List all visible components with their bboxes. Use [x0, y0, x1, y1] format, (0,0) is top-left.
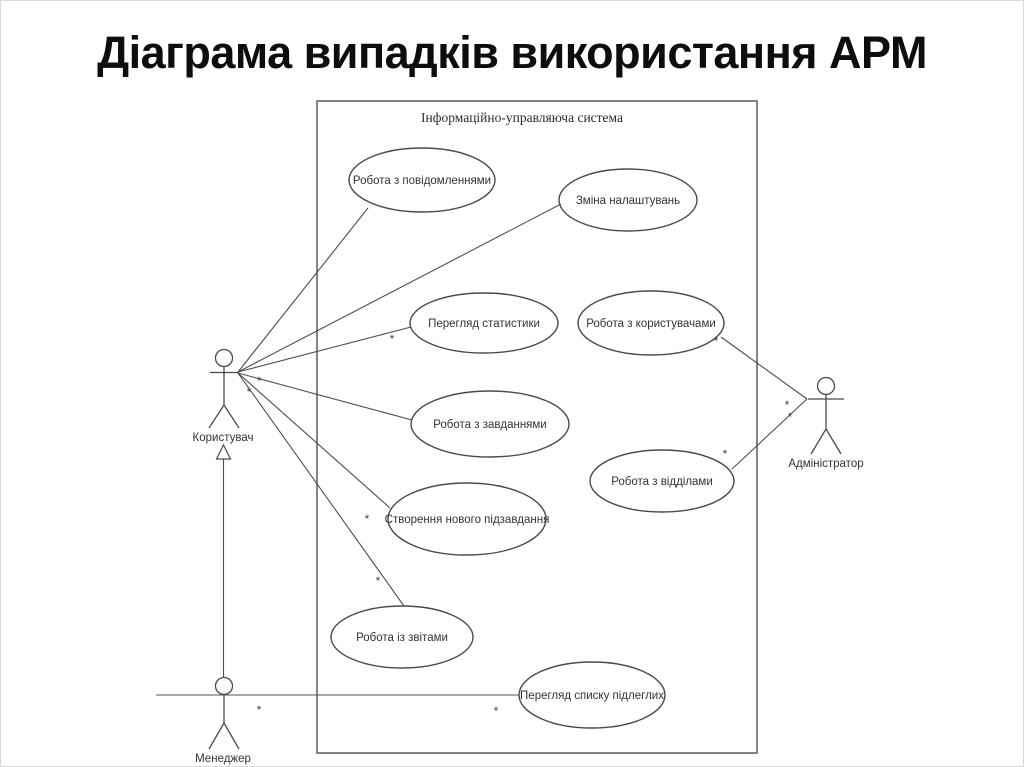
use-case-ellipse [589, 449, 735, 513]
use-case-ellipse [330, 605, 474, 669]
actor-leg-right [223, 722, 240, 750]
actor-label: Менеджер [195, 753, 251, 765]
use-case-label: Робота із звітами [356, 632, 448, 644]
actor-head [214, 676, 234, 696]
use-case-label: Перегляд списку підлеглих [520, 690, 664, 702]
association-admin-departments [731, 398, 808, 470]
actor-leg-right [825, 428, 842, 455]
use-case-departments: Робота з відділами [589, 449, 735, 513]
actor-leg-right [223, 404, 240, 429]
multiplicity-star: * [390, 332, 395, 346]
multiplicity-star: * [257, 374, 262, 388]
actor-manager: Менеджер [195, 676, 251, 765]
use-case-ellipse [410, 390, 570, 458]
association-user-messages [237, 207, 369, 373]
multiplicity-star: * [247, 385, 252, 399]
use-case-label: Робота з завданнями [433, 419, 547, 431]
use-case-label: Зміна налаштувань [576, 195, 680, 207]
multiplicity-star: * [785, 398, 790, 412]
actor-administrator: Адміністратор [788, 376, 864, 470]
use-case-tasks: Робота з завданнями [410, 390, 570, 458]
actor-leg-left [208, 722, 225, 750]
association-user-tasks [237, 372, 413, 421]
use-case-label: Перегляд статистики [428, 318, 540, 330]
use-case-users: Робота з користувачами [577, 290, 725, 356]
multiplicity-star: * [376, 574, 381, 588]
use-case-ellipse [387, 482, 547, 556]
use-case-label: Робота з повідомленнями [353, 175, 491, 187]
multiplicity-star: * [494, 704, 499, 718]
use-case-settings: Зміна налаштувань [558, 168, 698, 232]
actor-head [214, 348, 234, 368]
use-case-label: Робота з користувачами [586, 318, 716, 330]
use-case-label: Створення нового підзавдання [385, 514, 550, 526]
association-user-statistics [237, 326, 412, 373]
use-case-ellipse [518, 661, 666, 729]
use-case-reports: Робота із звітами [330, 605, 474, 669]
multiplicity-star: * [788, 410, 793, 424]
system-boundary [316, 100, 758, 754]
use-case-messages: Робота з повідомленнями [348, 147, 496, 213]
actor-head [816, 376, 836, 396]
use-case-label: Робота з відділами [611, 476, 713, 488]
association-user-reports [237, 372, 405, 607]
use-case-statistics: Перегляд статистики [409, 292, 559, 354]
actor-label: Адміністратор [788, 458, 863, 470]
association-user-settings [237, 203, 562, 373]
system-boundary-label: Інформаційно-управляюча система [421, 110, 623, 125]
association-user-new-subtask [237, 372, 391, 509]
actor-leg-left [208, 404, 225, 429]
multiplicity-star: * [257, 703, 262, 717]
actor-label: Користувач [193, 432, 254, 444]
actor-user: Користувач [193, 348, 254, 444]
generalization-arrow [215, 443, 232, 460]
use-case-subordinates-list: Перегляд списку підлеглих [518, 661, 666, 729]
multiplicity-star: * [723, 447, 728, 461]
use-case-ellipse [409, 292, 559, 354]
use-case-ellipse [558, 168, 698, 232]
actor-leg-left [810, 428, 827, 455]
page-title: Діаграма випадків використання АРМ [97, 27, 927, 78]
multiplicity-star: * [365, 512, 370, 526]
association-admin-users [720, 336, 808, 400]
use-case-ellipse [577, 290, 725, 356]
multiplicity-star: * [714, 334, 719, 348]
use-case-ellipse [348, 147, 496, 213]
use-case-new-subtask: Створення нового підзавдання [385, 482, 550, 556]
